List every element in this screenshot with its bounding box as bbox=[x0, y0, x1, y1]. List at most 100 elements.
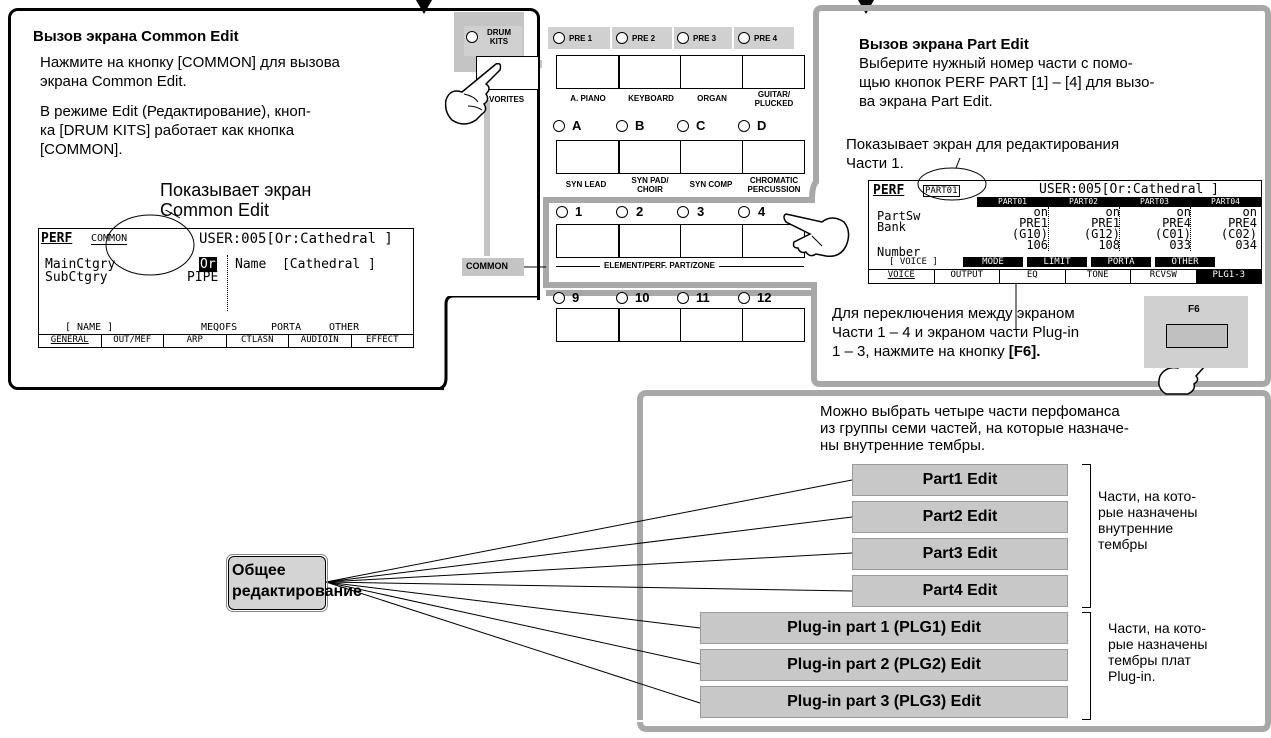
perf-part-button-3[interactable] bbox=[680, 224, 743, 258]
part-lcd-col-3: on PRE4 (C02) 034 bbox=[1190, 205, 1257, 251]
common-screen-note-2: Common Edit bbox=[160, 200, 270, 220]
common-lcd-mode: PERF bbox=[41, 231, 73, 246]
pre-led-3 bbox=[677, 32, 689, 44]
abcd-button-c[interactable] bbox=[680, 140, 743, 174]
part-lcd-cell: on bbox=[1242, 205, 1257, 219]
abcd-button-a[interactable] bbox=[556, 140, 619, 174]
f6-note-2: Части 1 – 4 и экраном части Plug-in bbox=[832, 324, 1080, 341]
root-box-shadow bbox=[226, 554, 328, 612]
abcd-label-b: B bbox=[635, 118, 645, 133]
common-lcd-tab-bottom-3: CTLASN bbox=[225, 335, 289, 348]
zone-button-10[interactable] bbox=[619, 308, 682, 342]
part-lcd-col-2: on PRE4 (C01) 033 bbox=[1119, 205, 1191, 251]
part1-edit-box: Part1 Edit bbox=[852, 464, 1068, 496]
common-lcd-tab-bottom-0: GENERAL bbox=[50, 335, 89, 345]
plg2-edit-box: Plug-in part 2 (PLG2) Edit bbox=[700, 649, 1068, 681]
pre-label-2: PRE 2 bbox=[632, 34, 656, 43]
pre-button-2[interactable] bbox=[619, 55, 682, 89]
part-lcd-tab-top: LIMIT bbox=[1027, 257, 1087, 267]
pre-led-1 bbox=[553, 32, 565, 44]
pre-tab-1 bbox=[548, 27, 610, 49]
common-lcd-row1-label: MainCtgry bbox=[45, 257, 116, 272]
abcd-led-a bbox=[553, 120, 565, 132]
pre-label-4: PRE 4 bbox=[754, 34, 778, 43]
plugins-note-line: тембры плат bbox=[1108, 652, 1191, 668]
part-lcd-cell: 108 bbox=[1098, 238, 1120, 252]
common-highlight-circle bbox=[105, 210, 195, 276]
zone-label-12: 12 bbox=[757, 290, 772, 305]
common-callout-text-3: В режиме Edit (Редактирование), кноп- bbox=[40, 103, 311, 120]
part-label-2: 2 bbox=[636, 204, 644, 219]
part-highlight-circle bbox=[917, 158, 987, 201]
perf-part-button-2[interactable] bbox=[619, 224, 682, 258]
part-callout-text-1: Выберите нужный номер части с помо- bbox=[859, 55, 1133, 72]
part-callout-text-2: щью кнопок PERF PART [1] – [4] для вызо- bbox=[859, 74, 1155, 91]
abcd-label-d: D bbox=[757, 118, 767, 133]
f6-label: F6 bbox=[1188, 304, 1200, 315]
pre-button-3[interactable] bbox=[680, 55, 743, 89]
abcd-label-c: C bbox=[696, 118, 706, 133]
common-lcd-tab-bottom-4: AUDIOIN bbox=[288, 335, 351, 348]
common-callout-text-5: [COMMON]. bbox=[40, 141, 123, 158]
part-lcd-tab-top: OTHER bbox=[1155, 257, 1215, 267]
abcd-name-c: SYN COMP bbox=[689, 180, 733, 189]
pre-led-2 bbox=[616, 32, 628, 44]
part-lcd-cell: on bbox=[1033, 205, 1048, 219]
part-lcd-cell: on bbox=[1176, 205, 1191, 219]
zone-button-11[interactable] bbox=[680, 308, 743, 342]
abcd-button-b[interactable] bbox=[619, 140, 682, 174]
tree-info-2: из группы семи частей, на которые назнач… bbox=[820, 420, 1129, 437]
common-lcd-row2-value: PIPE bbox=[187, 270, 219, 285]
pre-tab-4 bbox=[734, 27, 794, 49]
abcd-name-d: CHROMATIC PERCUSSION bbox=[747, 176, 801, 194]
part-lcd-cell: (G10) bbox=[1011, 227, 1048, 241]
parts-bracket bbox=[1082, 464, 1091, 608]
part-lcd-tab-top: MODE bbox=[963, 257, 1023, 267]
pre-button-1[interactable] bbox=[556, 55, 619, 89]
common-lcd-screen: PERF COMMON USER:005[Or:Cathedral ] Main… bbox=[38, 228, 414, 348]
drum-kits-led bbox=[466, 31, 478, 43]
part-led-1 bbox=[556, 206, 568, 218]
part-lcd-partbar: PART01 PART02 PART03 PART04 bbox=[977, 197, 1261, 207]
abcd-name-a: SYN LEAD bbox=[565, 180, 607, 189]
pre-button-4[interactable] bbox=[742, 55, 805, 89]
part-lcd-mode: PERF bbox=[873, 183, 905, 198]
abcd-button-d[interactable] bbox=[742, 140, 805, 174]
common-lcd-tab-bottom-2: ARP bbox=[163, 335, 226, 348]
common-callout-title: Вызов экрана Common Edit bbox=[33, 28, 239, 45]
abcd-led-d bbox=[738, 120, 750, 132]
zone-led-10 bbox=[616, 292, 628, 304]
abcd-led-c bbox=[677, 120, 689, 132]
callout-notch bbox=[444, 300, 544, 390]
plg1-edit-box: Plug-in part 1 (PLG1) Edit bbox=[700, 612, 1068, 644]
zone-button-9[interactable] bbox=[556, 308, 619, 342]
pre-name-4: GUITAR/ PLUCKED bbox=[754, 90, 794, 108]
pre-name-1: A. PIANO bbox=[570, 94, 606, 103]
part-lcd-row-label-1: Bank bbox=[877, 220, 906, 234]
part-lcd-page: PART01 bbox=[923, 185, 960, 197]
abcd-led-b bbox=[616, 120, 628, 132]
root-label-2: редактирование bbox=[232, 583, 362, 600]
zone-led-12 bbox=[738, 292, 750, 304]
plugins-bracket bbox=[1082, 612, 1091, 720]
part-lcd-user: USER:005[Or:Cathedral ] bbox=[1039, 182, 1220, 197]
common-lcd-user: USER:005[Or:Cathedral ] bbox=[199, 231, 393, 247]
pre-tab-2 bbox=[612, 27, 672, 49]
zone-label-9: 9 bbox=[572, 290, 580, 305]
part-lcd-tab-top: PORTA bbox=[1091, 257, 1151, 267]
zone-button-12[interactable] bbox=[742, 308, 805, 342]
common-lcd-name-field: Name [Cathedral ] bbox=[235, 257, 376, 272]
part-led-3 bbox=[677, 206, 689, 218]
perf-part-button-1[interactable] bbox=[556, 224, 619, 258]
part-lcd-cell: on bbox=[1105, 205, 1120, 219]
zone-label-11: 11 bbox=[696, 290, 710, 305]
parts-note-line: рые назначены bbox=[1098, 504, 1198, 520]
root-box bbox=[228, 556, 326, 610]
part-led-4 bbox=[738, 206, 750, 218]
plugins-note-line: Plug-in. bbox=[1108, 668, 1156, 684]
part-lcd-tab-bottom: VOICE bbox=[887, 270, 915, 280]
zone-led-11 bbox=[677, 292, 689, 304]
f6-button[interactable] bbox=[1166, 324, 1228, 348]
common-lcd-tabbar: GENERAL OUT/MEF ARP CTLASN AUDIOIN EFFEC… bbox=[39, 334, 413, 348]
part-lcd-part-3: PART04 bbox=[1211, 197, 1240, 206]
